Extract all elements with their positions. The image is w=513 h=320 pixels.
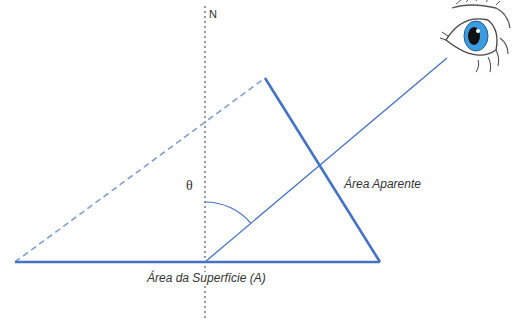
sight-line (205, 58, 447, 262)
apparent-area-label: Área Aparente (344, 178, 421, 191)
surface-area-label: Área da Superfície (A) (145, 272, 268, 285)
normal-label: N (209, 8, 217, 20)
angle-arc (205, 202, 251, 223)
angle-label: θ (186, 178, 193, 193)
apparent-area-line (265, 78, 380, 262)
surface-line (15, 261, 380, 264)
eye-icon (440, 0, 510, 72)
projection-line (15, 78, 265, 262)
